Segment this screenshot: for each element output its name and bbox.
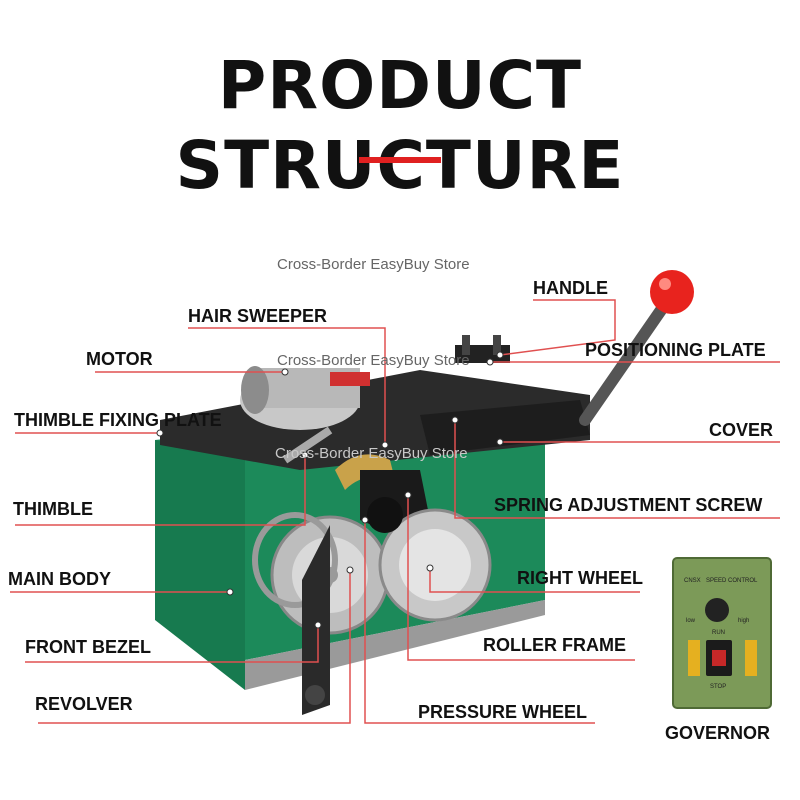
governor-caption: SPEED CONTROL	[706, 578, 758, 584]
pulley-shape	[252, 512, 338, 608]
label-positioning-plate: POSITIONING PLATE	[585, 340, 766, 360]
front-bezel-shape	[302, 525, 330, 715]
title-underline	[359, 157, 441, 163]
handle-knob	[650, 270, 694, 314]
watermark-2: Cross-Border EasyBuy Store	[277, 352, 470, 369]
label-pressure-wheel: PRESSURE WHEEL	[418, 702, 588, 722]
watermark-1: Cross-Border EasyBuy Store	[277, 256, 470, 273]
label-hair-sweeper: HAIR SWEEPER	[188, 306, 328, 326]
label-revolver: REVOLVER	[35, 694, 133, 714]
page-title: PRODUCT STRUCTURE	[175, 47, 625, 204]
thimble-rod	[282, 426, 333, 464]
label-motor: MOTOR	[86, 349, 153, 369]
label-cover: COVER	[709, 420, 774, 440]
label-right-wheel: RIGHT WHEEL	[517, 568, 643, 588]
governor-stop: STOP	[710, 684, 727, 690]
watermark-3: Cross-Border EasyBuy Store	[275, 445, 468, 462]
main-body-front-face	[155, 440, 245, 690]
label-front-bezel: FRONT BEZEL	[25, 637, 151, 657]
label-main-body: MAIN BODY	[8, 569, 111, 589]
governor-low: low	[686, 618, 696, 624]
label-governor: GOVERNOR	[665, 723, 771, 743]
cover-shape	[420, 400, 590, 455]
handle-lever	[579, 294, 674, 426]
label-thimble-fixing-plate: THIMBLE FIXING PLATE	[14, 410, 222, 430]
governor-run: RUN	[712, 630, 725, 636]
governor-high: high	[738, 618, 750, 624]
revolver-shape	[305, 685, 325, 705]
governor-brand: CNSX	[684, 578, 701, 584]
label-handle: HANDLE	[533, 278, 608, 298]
label-roller-frame: ROLLER FRAME	[483, 635, 626, 655]
leader-lines	[10, 299, 780, 724]
label-spring-adjustment-screw: SPRING ADJUSTMENT SCREW	[494, 495, 763, 515]
label-thimble: THIMBLE	[13, 499, 93, 519]
